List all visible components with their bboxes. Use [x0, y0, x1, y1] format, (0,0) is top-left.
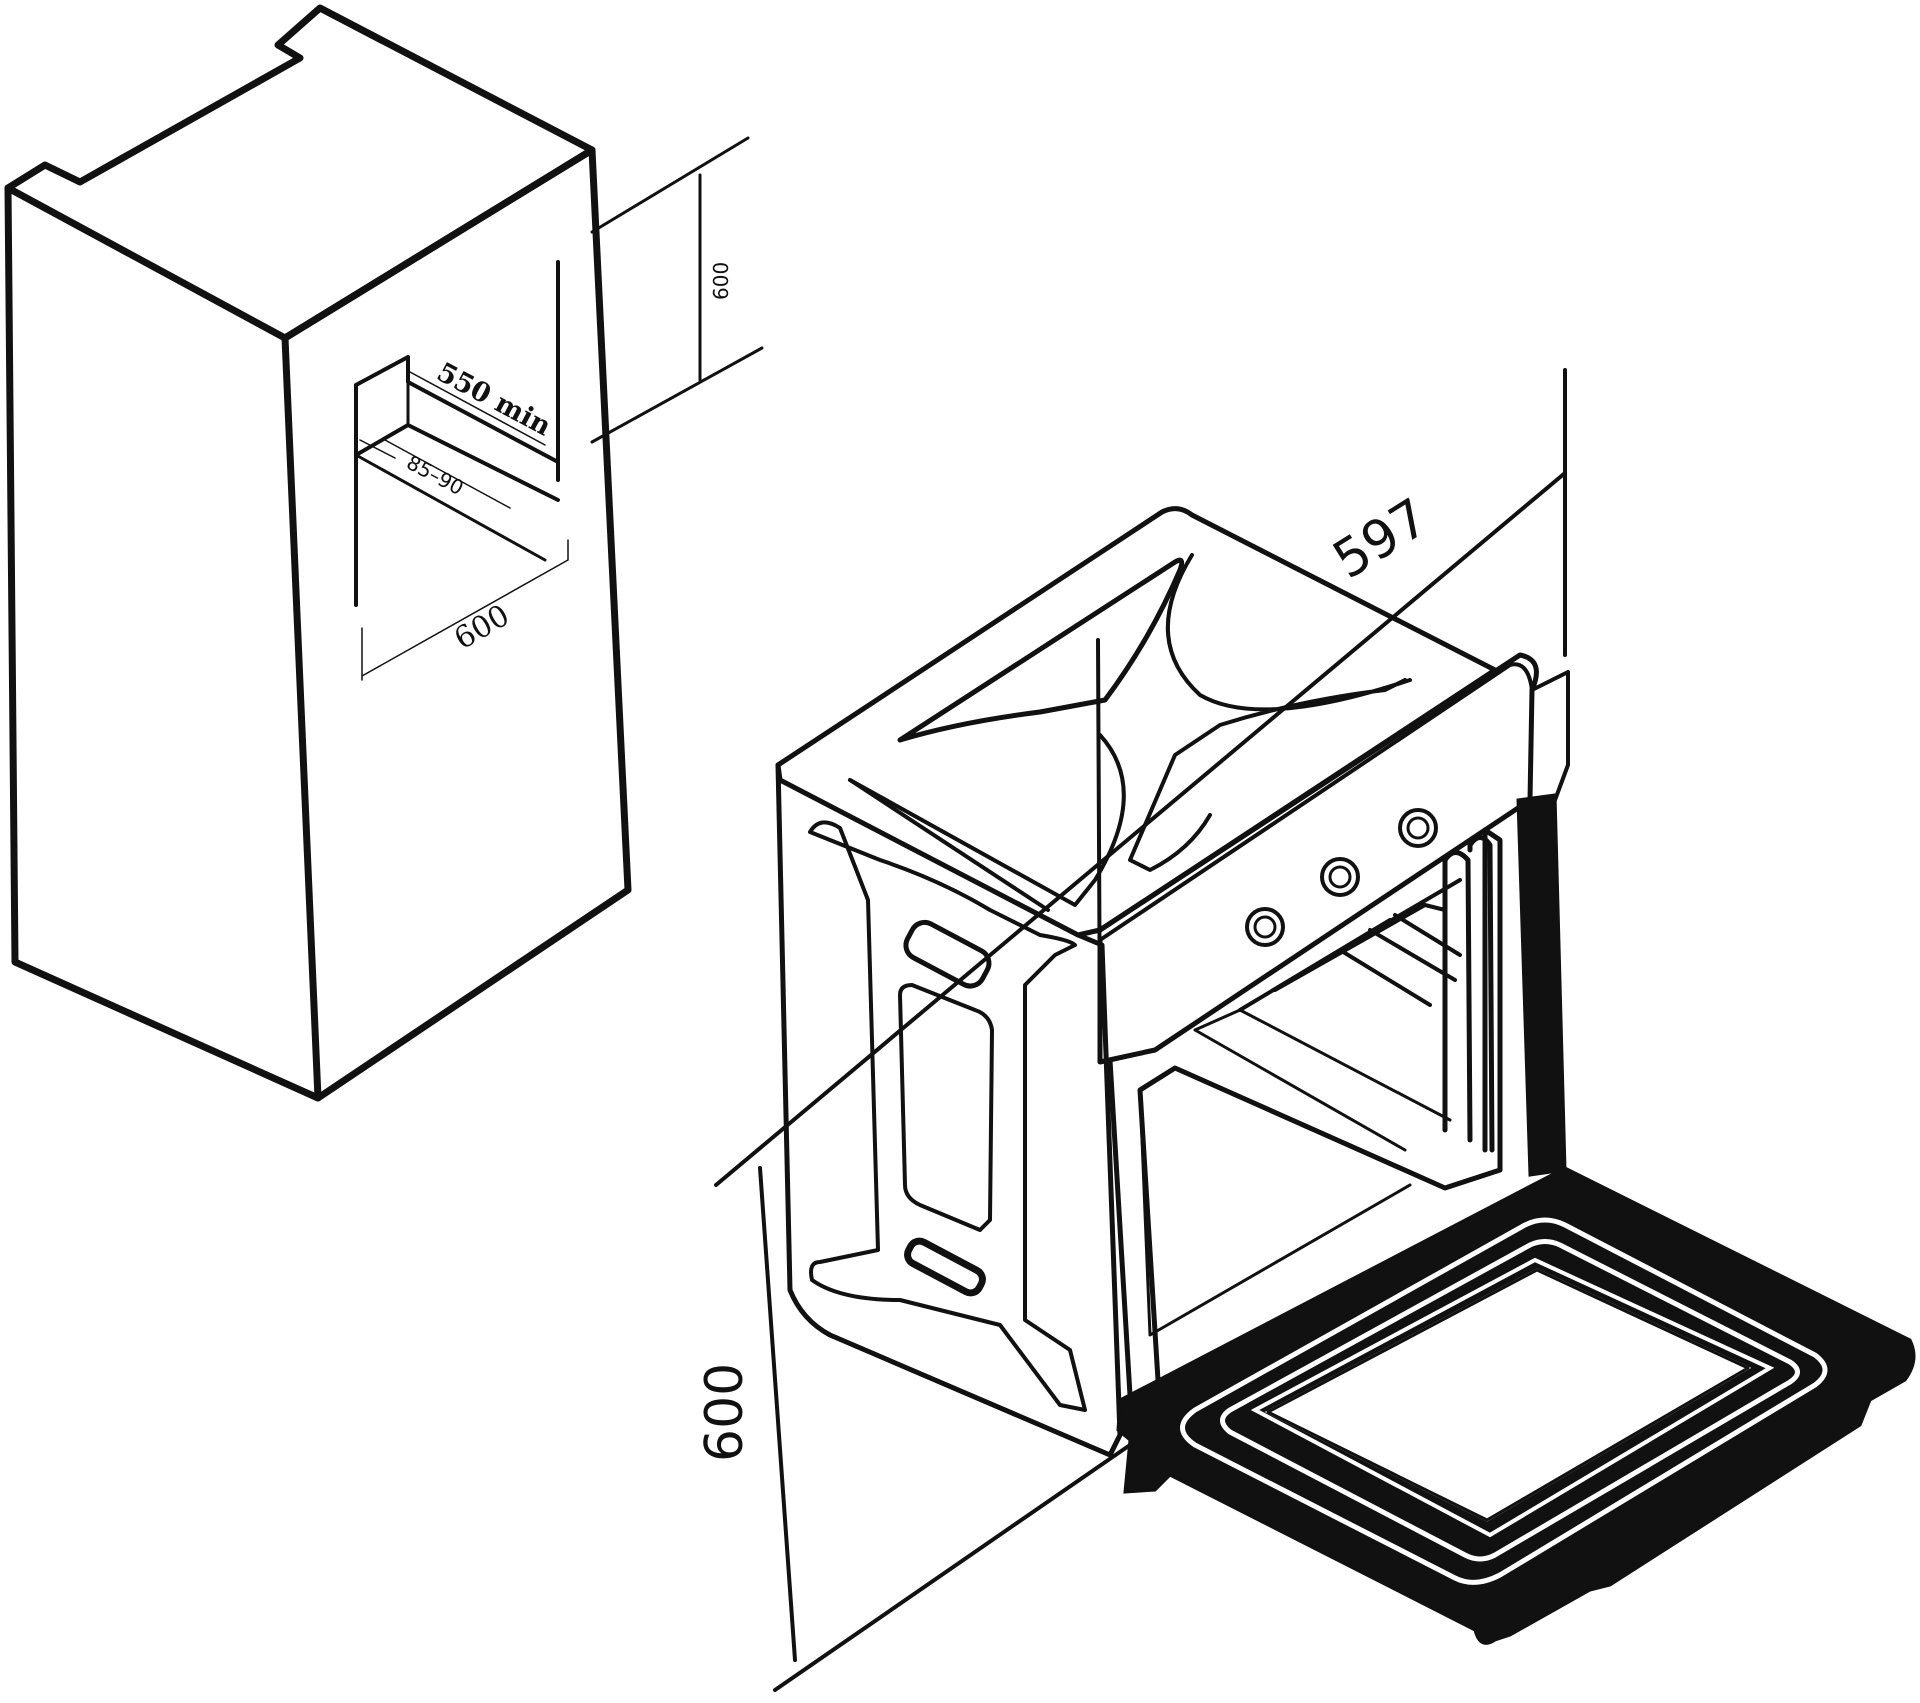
oven-top-curve-4 [848, 778, 1050, 912]
door-gasket-outer [1180, 1217, 1828, 1585]
oven-right-post [1516, 793, 1567, 1177]
oven-right-wall [1442, 835, 1495, 1153]
oven-panel-right-edge [1530, 670, 1570, 802]
oven-top [775, 506, 1498, 938]
dim-600-height-label: 600 [709, 262, 733, 300]
knob-left-ring [1245, 907, 1285, 947]
door-gasket-inner [1250, 1257, 1775, 1538]
dim-597-label: 597 [1323, 488, 1439, 591]
knob-right-ring [1398, 808, 1438, 848]
dim-600-width-line [361, 539, 569, 681]
door-gasket-middle [1220, 1239, 1800, 1562]
dim-600-width-label: 600 [449, 598, 516, 657]
dim-oven-600-lines [758, 1166, 1132, 1692]
oven-side-slot-bottom [904, 1237, 986, 1297]
cabinet-front [281, 146, 632, 1102]
knob-middle-ring [1320, 857, 1360, 897]
oven-shelf-rails [1238, 878, 1462, 1012]
oven-side-emboss [808, 820, 1087, 1412]
knob-left-cap [1253, 915, 1277, 939]
cabinet-left-side [4, 184, 322, 1102]
dim-550-line [409, 371, 546, 446]
oven-side-slot-top [903, 919, 992, 989]
knob-right-cap [1406, 816, 1430, 840]
niche-inner [354, 380, 547, 562]
oven-left-side [775, 762, 1123, 1458]
oven-control-panel [1097, 652, 1539, 1065]
cabinet-drawing: 600 550 min 85–90 600 [4, 4, 764, 1102]
dim-600-height-lines [590, 136, 764, 444]
knob-middle[interactable] [1320, 857, 1360, 897]
oven-top-curve-3 [848, 733, 1126, 907]
dim-597-lines [714, 368, 1567, 1187]
knob-left[interactable] [1245, 907, 1285, 947]
knob-right[interactable] [1398, 808, 1438, 848]
oven-panel-top-edge [1098, 662, 1534, 942]
dim-gap-label: 85–90 [403, 450, 468, 500]
cabinet-top [4, 4, 596, 342]
dim-oven-600-label: 600 [695, 1363, 755, 1462]
oven-top-curve-1 [897, 557, 1185, 743]
oven-top-curve-2 [1128, 553, 1412, 872]
knob-middle-cap [1328, 865, 1352, 889]
dim-gap-line [359, 439, 511, 509]
door-window-edge [1266, 1268, 1750, 1522]
oven-drawing: 597 600 [695, 368, 1916, 1692]
oven-side-inner-panel [898, 983, 994, 1232]
